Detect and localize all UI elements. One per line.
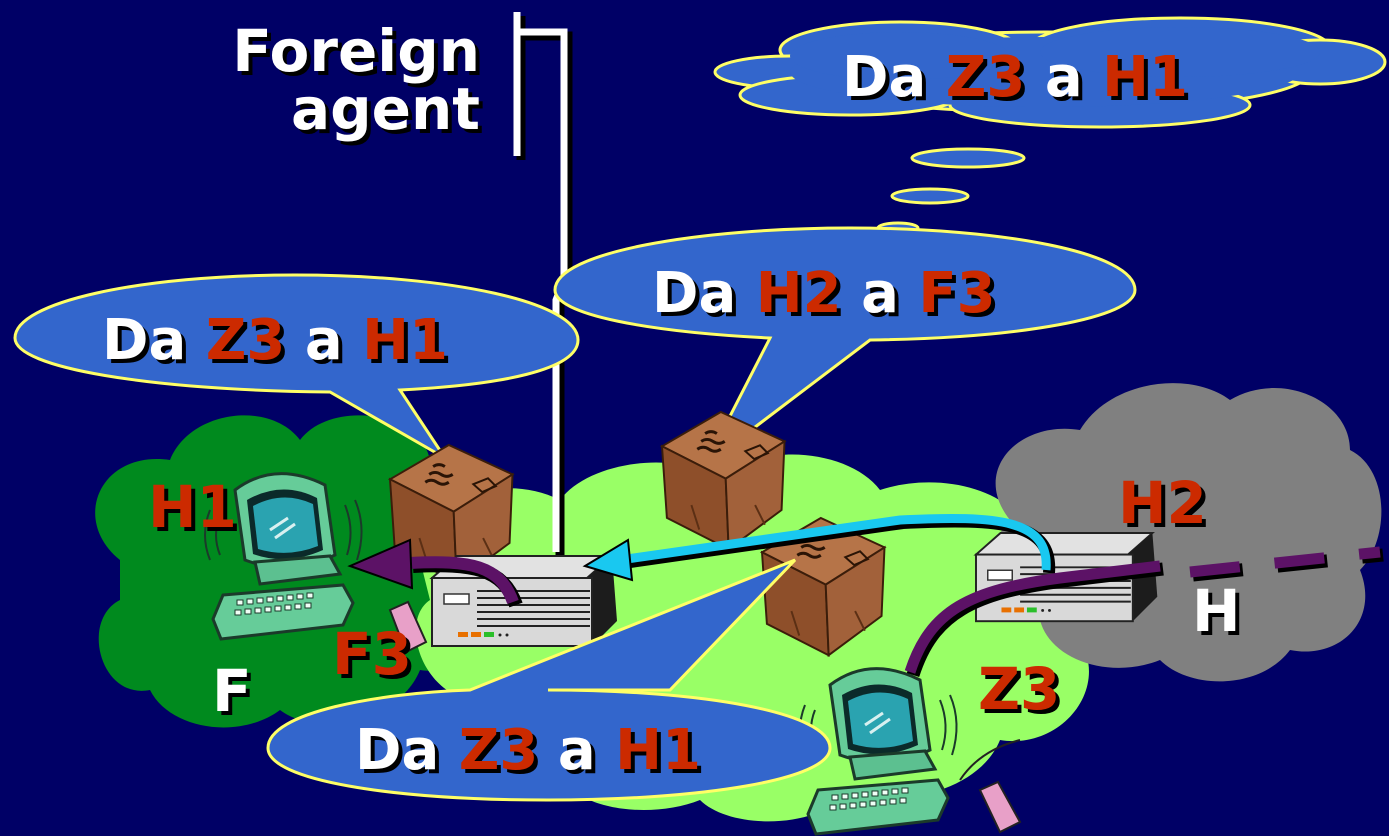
bubble-mid: a [304,308,343,373]
top-cloud-text: Da Z3 a H1 [842,50,1188,106]
bubble-pre: Da [842,45,927,110]
bubble-pre: Da [355,718,440,783]
bubble-mid: a [861,261,899,326]
foreign-agent-label-line2: agent [290,75,480,143]
bubble-pre: Da [652,261,737,326]
bubble-src: H2 [755,261,842,326]
bubble-pre: Da [102,308,187,373]
bottom-bubble-text: Da Z3 a H1 [355,723,701,779]
bubble-dst: H1 [362,308,448,373]
z3-to-h-arrow [904,560,1164,678]
left-bubble-text: Da Z3 a H1 [102,313,448,369]
host-z3-label: Z3 [978,655,1061,723]
foreign-agent-label: Foreign agent [200,22,480,138]
bubble-src: Z3 [205,308,286,373]
bubble-src: Z3 [458,718,539,783]
tunnel-arrow [582,513,1056,582]
tunnel-speech-bubble [553,226,1137,467]
left-speech-bubble [13,273,580,460]
host-f3-label: F3 [332,620,412,688]
bubble-src: Z3 [945,45,1026,110]
bubble-dst: F3 [918,261,996,326]
delivery-arrow [347,538,523,608]
host-h2-label: H2 [1118,469,1207,537]
tunnel-bubble-text: Da H2 a F3 [652,266,996,322]
thought-cloud-bubble [713,16,1387,235]
bubble-mid: a [557,718,596,783]
bottom-speech-bubble [266,558,832,802]
host-h1-label: H1 [148,473,237,541]
mouse-icon [959,739,1022,834]
foreign-agent-label-line1: Foreign [232,17,480,85]
dashed-link [1189,546,1384,582]
network-h-label: H [1192,577,1241,645]
bubble-mid: a [1044,45,1083,110]
mouse-icon [388,600,428,654]
bubble-dst: H1 [615,718,701,783]
bubble-dst: H1 [1102,45,1188,110]
network-f-label: F [212,657,252,725]
